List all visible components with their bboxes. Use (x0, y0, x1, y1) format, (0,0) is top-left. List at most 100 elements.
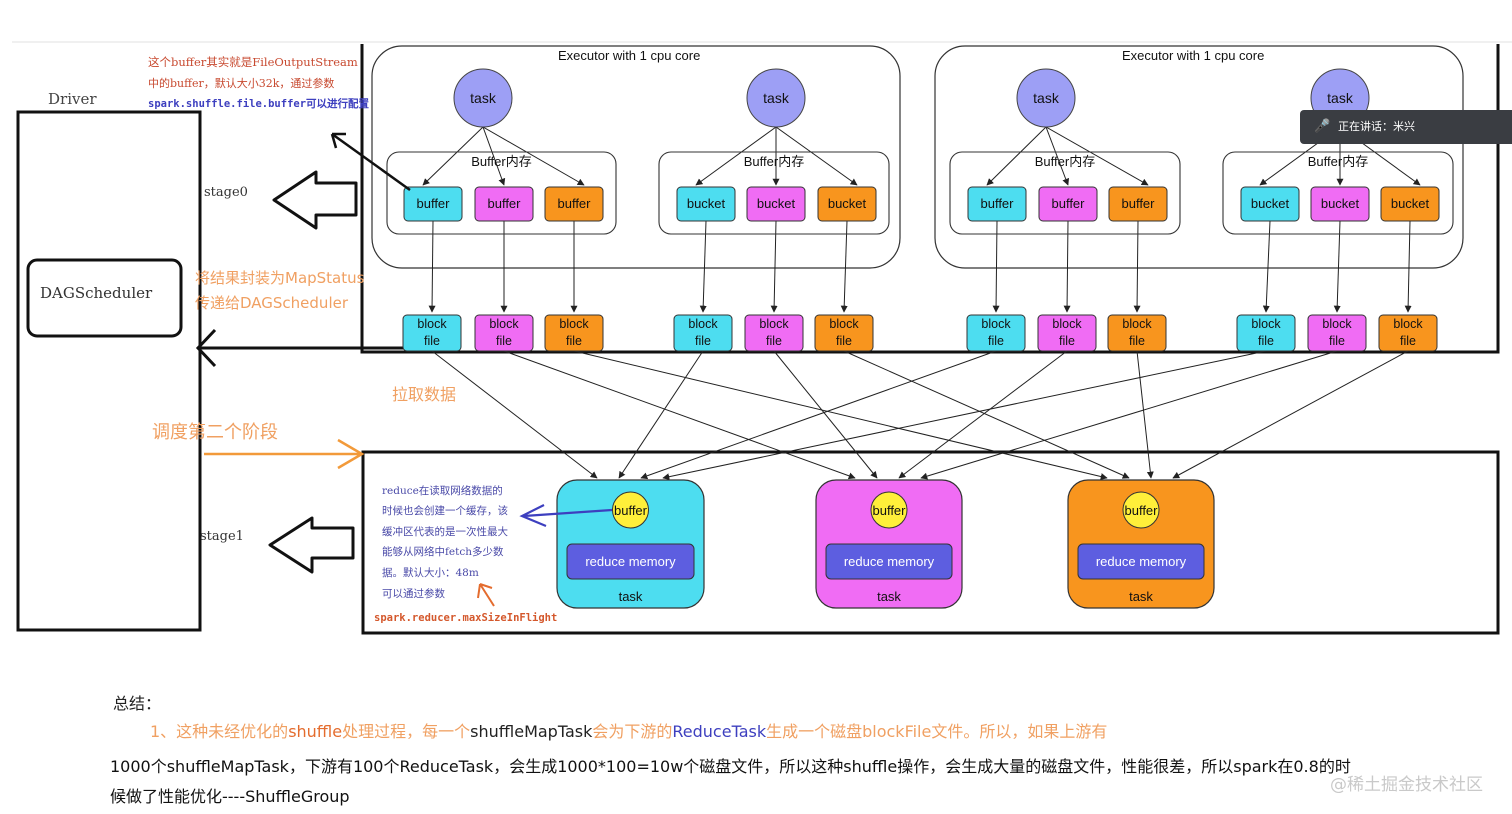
reduce-task-label: task (1129, 589, 1153, 604)
reduce-task-label: task (619, 589, 643, 604)
reduce-memory-box (825, 543, 953, 580)
shuffle-read-arrow (1136, 350, 1154, 479)
shuffle-read-arrow (573, 350, 1108, 480)
buffer-annotation-arrow (330, 132, 411, 192)
buffer-memory-title: Buffer内存 (1308, 154, 1368, 169)
memory-slot-label: bucket (1321, 196, 1360, 211)
memory-slot-label: bucket (1391, 196, 1430, 211)
slot-to-blockfile-arrow (1333, 220, 1341, 313)
mapstatus-note-line-2: 传递给DAGScheduler (195, 294, 349, 312)
reduce-buffer-label: buffer (614, 503, 648, 518)
block-file (544, 314, 604, 352)
buffer-memory-box (1222, 151, 1454, 235)
summary-line-1: 1、这种未经优化的shuffle处理过程，每一个shuffleMapTask会为… (150, 718, 1107, 742)
reduce-buffer-node (1122, 491, 1160, 529)
block-file-label-2: file (1400, 334, 1416, 348)
slot-to-blockfile-arrow (1063, 220, 1071, 313)
slot-to-blockfile-arrow (770, 220, 778, 313)
memory-slot-label: buffer (980, 196, 1014, 211)
reduce-buffer-annotation-arrow (519, 504, 613, 528)
speaking-text: 正在讲话：米兴 (1338, 120, 1415, 133)
block-file (474, 314, 534, 352)
executor-title-2: Executor with 1 cpu core (1122, 48, 1265, 63)
map-task-label: task (470, 90, 497, 106)
memory-slot (544, 186, 604, 222)
buffer-memory-box (658, 151, 890, 235)
block-file (1107, 314, 1167, 352)
map-task-label: task (763, 90, 790, 106)
executor-title-1: Executor with 1 cpu core (558, 48, 701, 63)
block-file-label-1: block (1393, 317, 1423, 331)
task-to-slot-arrow (482, 126, 506, 186)
memory-slot-label: buffer (1121, 196, 1155, 211)
reduce-memory-label: reduce memory (585, 554, 676, 569)
memory-slot (817, 186, 877, 222)
block-file-label-1: block (489, 317, 519, 331)
shuffle-read-arrow (843, 350, 1130, 479)
memory-slot-label: buffer (1051, 196, 1085, 211)
task-to-slot-arrow (986, 126, 1047, 186)
reduce-buffer-label: buffer (872, 503, 906, 518)
summary-line-1-a: 1、这种未经优化的 (150, 722, 289, 741)
summary-line-1-g: 生成一个磁盘blockFile文件。所以，如果上游有 (766, 722, 1108, 741)
task-to-slot-arrow (1045, 126, 1149, 186)
memory-slot-label: bucket (1251, 196, 1290, 211)
shuffle-read-arrow (773, 350, 878, 479)
buffer-memory-box (949, 151, 1181, 235)
block-file-label-2: file (1059, 334, 1075, 348)
memory-slot (676, 186, 736, 222)
block-file-label-1: block (1122, 317, 1152, 331)
executor-box-2 (934, 45, 1464, 269)
map-task-node (453, 68, 513, 128)
block-file (1236, 314, 1296, 352)
mapstatus-note-line-1: 将结果封装为MapStatus (195, 269, 365, 287)
shuffle-read-arrow (898, 350, 1068, 479)
memory-slot (1310, 186, 1370, 222)
shuffle-read-arrow (1172, 350, 1409, 479)
shuffle-read-arrow (640, 350, 997, 480)
buffer-memory-title: Buffer内存 (744, 154, 804, 169)
block-file-label-1: block (688, 317, 718, 331)
block-file (1378, 314, 1438, 352)
summary-line-3: 候做了性能优化----ShuffleGroup (110, 787, 350, 806)
buffer-memory-title: Buffer内存 (471, 154, 531, 169)
stage1-border (361, 450, 1500, 635)
block-file-label-1: block (759, 317, 789, 331)
memory-slot (1038, 186, 1098, 222)
schedule-second-stage-label: 调度第二个阶段 (152, 422, 278, 443)
block-file (402, 314, 462, 352)
memory-slot (403, 186, 463, 222)
shuffle-read-arrow (618, 350, 704, 479)
reduce-note-line-3: 缓冲区代表的是一次性最大 (382, 526, 508, 538)
map-task-label: task (1033, 90, 1060, 106)
memory-slot (967, 186, 1027, 222)
reduce-task-label: task (877, 589, 901, 604)
block-file-label-2: file (766, 334, 782, 348)
reduce-buffer-node (612, 491, 649, 529)
memory-slot-label: bucket (828, 196, 867, 211)
slot-to-blockfile-arrow (699, 220, 707, 313)
summary-line-1-b: shuffle (288, 722, 343, 741)
summary-line-1-f: ReduceTask (672, 722, 767, 741)
stage1-label: stage1 (200, 529, 244, 544)
block-file (673, 314, 733, 352)
slot-to-blockfile-arrow (992, 220, 1000, 313)
shuffle-read-arrow (503, 350, 856, 480)
buffer-note-line-2: 中的buffer，默认大小32k，通过参数 (148, 77, 335, 90)
block-file-label-2: file (496, 334, 512, 348)
buffer-note-line-1: 这个buffer其实就是FileOutputStream (148, 55, 358, 69)
reduce-note-line-2: 时候也会创建一个缓存，该 (382, 505, 508, 517)
memory-slot-label: buffer (557, 196, 591, 211)
summary-line-1-d: shuffleMapTask (470, 722, 593, 741)
block-file-label-2: file (1258, 334, 1274, 348)
reduce-buffer-label: buffer (1124, 503, 1158, 518)
pull-data-label: 拉取数据 (392, 385, 457, 404)
block-file-label-1: block (417, 317, 447, 331)
block-file-label-2: file (1129, 334, 1145, 348)
reduce-memory-box (566, 543, 695, 580)
memory-slot (474, 186, 534, 222)
task-to-slot-arrow (482, 126, 585, 186)
memory-slot (1380, 186, 1440, 222)
reduce-note-line-5: 据。默认大小：48m (382, 567, 479, 579)
